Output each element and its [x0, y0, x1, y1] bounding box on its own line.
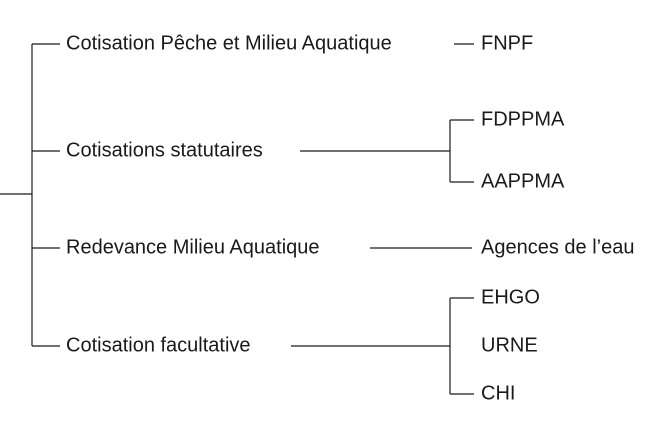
- recipient-label-3-0: EHGO: [481, 286, 540, 308]
- recipient-label-0-0: FNPF: [481, 32, 533, 54]
- recipient-label-2-0: Agences de l’eau: [481, 236, 634, 258]
- recipient-label-1-1: AAPPMA: [481, 170, 565, 192]
- recipient-label-3-1: URNE: [481, 334, 538, 356]
- category-label-1: Cotisations statutaires: [66, 139, 263, 161]
- category-label-2: Redevance Milieu Aquatique: [66, 236, 320, 258]
- category-label-3: Cotisation facultative: [66, 334, 251, 356]
- category-label-0: Cotisation Pêche et Milieu Aquatique: [66, 32, 392, 54]
- recipient-label-1-0: FDPPMA: [481, 108, 565, 130]
- recipient-label-3-2: CHI: [481, 382, 515, 404]
